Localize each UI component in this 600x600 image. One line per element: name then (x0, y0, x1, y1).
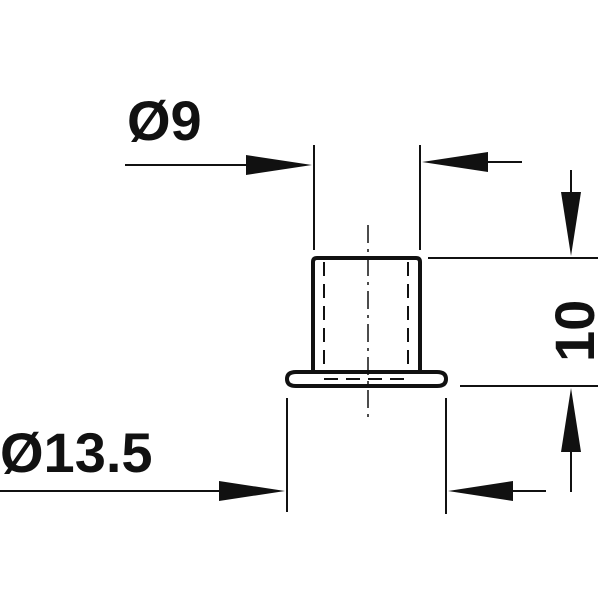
arrowhead-right-pointing-bottom (219, 481, 285, 501)
flange-diameter-dimension: Ø13.5 (0, 398, 546, 514)
sleeve-outline (311, 256, 422, 372)
inner-diameter-label: Ø9 (127, 89, 202, 152)
arrowhead-left-pointing-bottom (448, 481, 513, 501)
height-label: 10 (543, 300, 600, 362)
arrowhead-right-pointing (246, 155, 312, 175)
arrowhead-left-pointing (422, 152, 488, 172)
height-dimension: 10 (428, 170, 600, 492)
inner-diameter-dimension: Ø9 (125, 89, 522, 250)
arrowhead-up-pointing (561, 388, 581, 452)
flange-diameter-label: Ø13.5 (0, 421, 153, 484)
arrowhead-down-pointing (561, 192, 581, 256)
flange-outline (284, 370, 449, 388)
sleeve-body (284, 225, 449, 420)
